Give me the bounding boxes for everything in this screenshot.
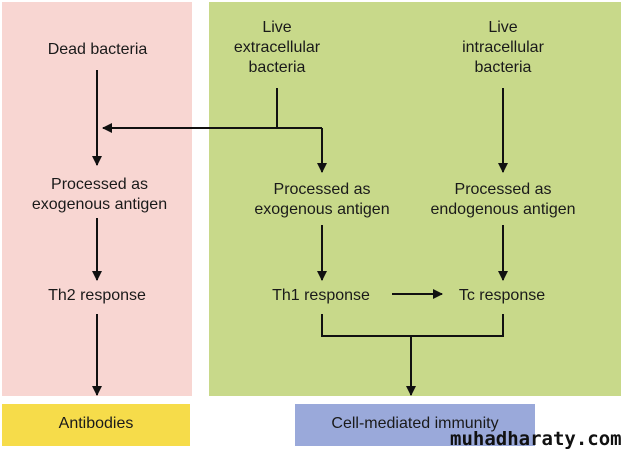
cell-mediated-panel bbox=[209, 2, 621, 396]
connector-merge bbox=[321, 314, 504, 337]
watermark: muhadharaty.com bbox=[450, 428, 622, 450]
live-extracellular-label: Live extracellular bacteria bbox=[233, 19, 321, 76]
tc-response-label: Tc response bbox=[458, 287, 546, 304]
processed-endogenous-label: Processed as endogenous antigen bbox=[430, 181, 576, 218]
cell-mediated-immunity-label: Cell-mediated immunity bbox=[331, 415, 499, 432]
th2-response-label: Th2 response bbox=[48, 287, 146, 304]
processed-exogenous-left-label: Processed as exogenous antigen bbox=[31, 176, 168, 213]
th1-response-label: Th1 response bbox=[272, 287, 370, 304]
live-intracellular-label: Live intracellular bacteria bbox=[462, 19, 544, 76]
antibodies-label: Antibodies bbox=[58, 415, 134, 432]
cell-mediated-immunity-box bbox=[295, 404, 535, 446]
processed-exogenous-right-label: Processed as exogenous antigen bbox=[254, 181, 390, 218]
dead-bacteria-label: Dead bacteria bbox=[47, 41, 148, 58]
antibodies-box bbox=[2, 404, 190, 446]
